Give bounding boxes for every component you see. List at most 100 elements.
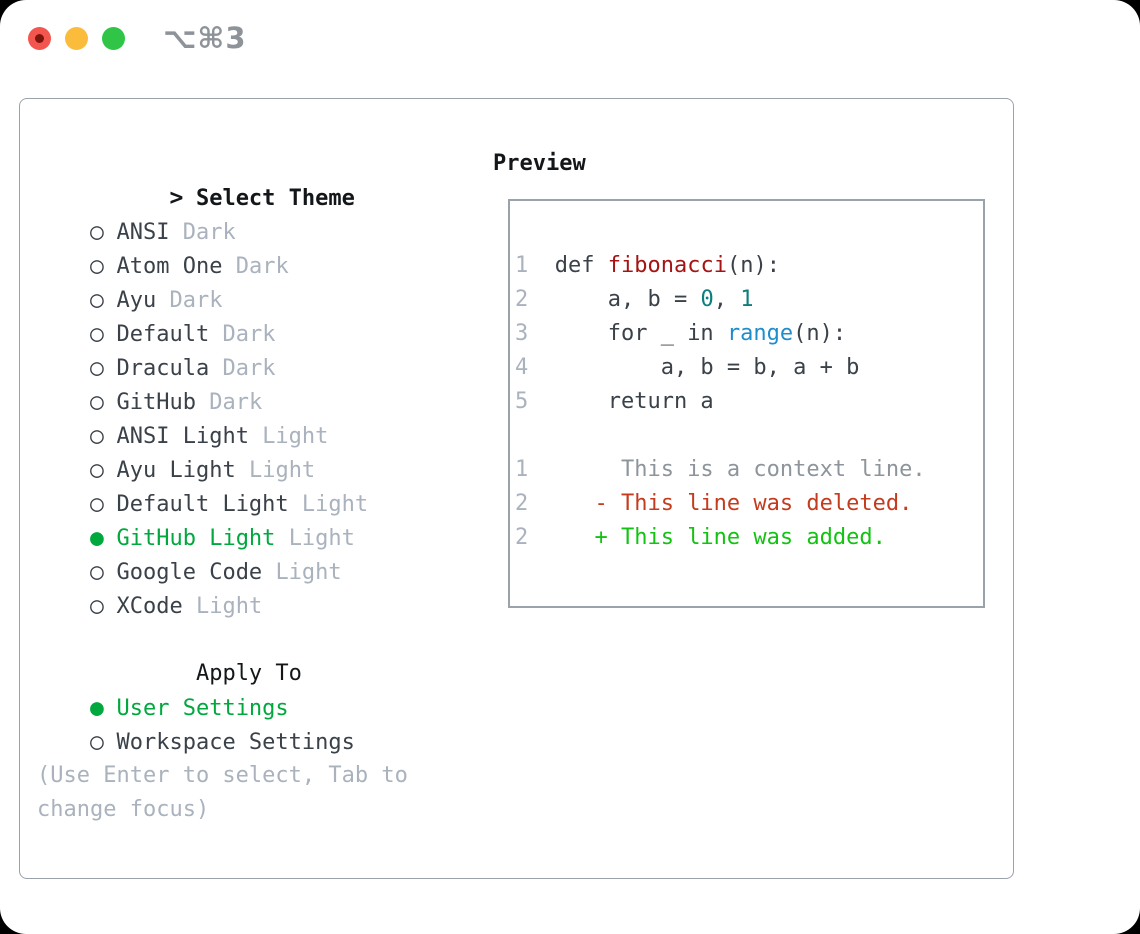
preview-segment-lit: 0 (700, 287, 714, 312)
radio-icon: ● (89, 695, 104, 721)
preview-segment-code: , (713, 287, 741, 312)
theme-option[interactable]: ○ Atom One Dark (37, 215, 408, 279)
preview-segment-num: 2 (515, 491, 529, 516)
radio-icon: ○ (89, 559, 104, 585)
titlebar: ⌥⌘3 (0, 0, 1140, 76)
apply-to-header: Apply To (37, 623, 408, 686)
preview-segment-add: + This line was added. (528, 525, 886, 550)
help-hint-line-1: (Use Enter to select, Tab to (37, 763, 408, 788)
radio-icon: ○ (89, 729, 104, 755)
preview-segment-code: for _ in (528, 321, 727, 346)
theme-option[interactable]: ○ XCode Light (37, 555, 408, 619)
theme-option[interactable]: ○ Ayu Light Light (37, 419, 408, 483)
radio-icon: ○ (89, 491, 104, 517)
theme-option[interactable]: ○ Ayu Dark (37, 249, 408, 313)
preview-segment-num: 1 (515, 253, 529, 278)
preview-segment-code: (n): (793, 321, 847, 346)
zoom-button[interactable] (102, 27, 125, 50)
preview-segment-num: 2 (515, 525, 529, 550)
preview-segment-code: (n): (726, 253, 780, 278)
apply-target-option[interactable]: ○ Workspace Settings (37, 691, 408, 755)
select-theme-title: Select Theme (195, 186, 355, 211)
focus-caret-icon: > (169, 185, 184, 211)
theme-name: ANSI (116, 220, 170, 245)
theme-name: GitHub Light (116, 526, 276, 551)
theme-variant-badge: Dark (182, 220, 236, 245)
apply-target-name: Workspace Settings (116, 730, 355, 755)
theme-option[interactable]: ○ ANSI Dark (37, 181, 408, 245)
preview-blank-line (515, 215, 977, 249)
preview-line: 1 This is a context line. (515, 453, 977, 487)
theme-name: XCode (116, 594, 183, 619)
theme-option[interactable]: ○ Dracula Dark (37, 317, 408, 381)
radio-icon: ○ (89, 389, 104, 415)
theme-variant-badge: Light (301, 492, 369, 517)
preview-segment-fn: fibonacci (607, 253, 727, 278)
preview-segment-builtin: range (726, 321, 794, 346)
preview-line: 5 return a (515, 385, 977, 419)
theme-variant-badge: Dark (209, 390, 263, 415)
preview-blank-line (515, 419, 977, 453)
preview-line: 3 for _ in range(n): (515, 317, 977, 351)
theme-name: Google Code (116, 560, 263, 585)
preview-segment-code: a, b = (528, 287, 701, 312)
theme-variant-badge: Dark (169, 288, 223, 313)
preview-segment-num: 5 (515, 389, 529, 414)
theme-option[interactable]: ● GitHub Light Light (37, 487, 408, 551)
minimize-button[interactable] (65, 27, 88, 50)
preview-line: 2 + This line was added. (515, 521, 977, 555)
preview-line: 2 a, b = 0, 1 (515, 283, 977, 317)
theme-variant-badge: Light (275, 560, 342, 585)
preview-segment-num: 2 (515, 287, 529, 312)
theme-name: Atom One (116, 254, 223, 279)
preview-segment-lit: 1 (740, 287, 754, 312)
close-button[interactable] (28, 27, 51, 50)
help-hint-line-2: change focus) (37, 797, 210, 822)
apply-to-title: Apply To (195, 661, 302, 686)
preview-segment-code: a, b = b, a + b (528, 355, 860, 380)
preview-segment-code: return a (528, 389, 714, 414)
radio-icon: ○ (89, 219, 104, 245)
select-theme-header: > Select Theme (37, 147, 408, 211)
preview-segment-num: 1 (515, 457, 529, 482)
apply-target-name: User Settings (116, 696, 289, 721)
preview-line: 1 def fibonacci(n): (515, 249, 977, 283)
radio-icon: ● (89, 525, 104, 551)
preview-segment-ctx: This is a context line. (528, 457, 926, 482)
radio-icon: ○ (89, 423, 104, 449)
theme-option[interactable]: ○ Default Light Light (37, 453, 408, 517)
theme-variant-badge: Dark (222, 356, 276, 381)
radio-icon: ○ (89, 457, 104, 483)
theme-name: Ayu Light (116, 458, 236, 483)
theme-name: Default Light (116, 492, 289, 517)
preview-segment-del: - This line was deleted. (528, 491, 913, 516)
theme-name: Default (116, 322, 210, 347)
preview-line: 2 - This line was deleted. (515, 487, 977, 521)
theme-variant-badge: Light (262, 424, 329, 449)
theme-name: Ayu (116, 288, 157, 313)
theme-option[interactable]: ○ GitHub Dark (37, 351, 408, 415)
apply-target-option[interactable]: ● User Settings (37, 657, 408, 721)
theme-name: Dracula (116, 356, 210, 381)
radio-icon: ○ (89, 355, 104, 381)
theme-name: GitHub (116, 390, 196, 415)
theme-variant-badge: Dark (235, 254, 289, 279)
preview-segment-code: def (528, 253, 608, 278)
radio-icon: ○ (89, 593, 104, 619)
theme-variant-badge: Light (288, 526, 355, 551)
theme-option[interactable]: ○ Google Code Light (37, 521, 408, 585)
preview-line: 4 a, b = b, a + b (515, 351, 977, 385)
unsaved-indicator-dot (35, 34, 44, 43)
theme-variant-badge: Light (195, 594, 263, 619)
apply-to-list: ● User Settings ○ Workspace Settings (37, 657, 408, 755)
preview-title: Preview (493, 151, 586, 176)
radio-icon: ○ (89, 253, 104, 279)
theme-variant-badge: Dark (222, 322, 276, 347)
